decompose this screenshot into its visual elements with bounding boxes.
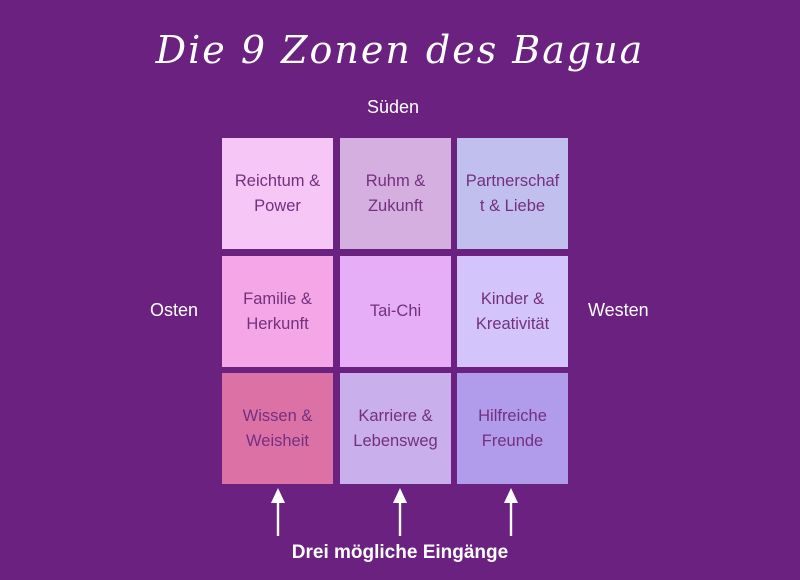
up-arrow-icon bbox=[504, 488, 518, 536]
zone-label-line1: Partnerschaf bbox=[465, 171, 560, 190]
zone-label-line2: Weisheit bbox=[246, 431, 309, 450]
diagram-title: Die 9 Zonen des Bagua bbox=[155, 28, 645, 72]
zone-label-line1: Karriere & bbox=[358, 406, 433, 425]
zone-label-line2: Lebensweg bbox=[353, 431, 438, 450]
zone-label-line1: Tai-Chi bbox=[369, 302, 422, 320]
zone-kinder-kreativitaet: Kinder & Kreativität bbox=[457, 256, 568, 367]
zone-label-line1: Ruhm & bbox=[365, 171, 426, 190]
up-arrow-icon bbox=[393, 488, 407, 536]
zone-label-line1: Wissen & bbox=[242, 406, 313, 425]
zone-label-line2: Power bbox=[254, 196, 301, 215]
zone-tai-chi: Tai-Chi bbox=[340, 256, 451, 367]
zone-wissen-weisheit: Wissen & Weisheit bbox=[222, 373, 333, 484]
zone-familie-herkunft: Familie & Herkunft bbox=[222, 256, 333, 367]
zone-karriere-lebensweg: Karriere & Lebensweg bbox=[340, 373, 451, 484]
entrances-label: Drei mögliche Eingänge bbox=[291, 542, 509, 563]
zone-label-line1: Reichtum & bbox=[234, 171, 321, 190]
zone-ruhm-zukunft: Ruhm & Zukunft bbox=[340, 138, 451, 249]
up-arrow-icon bbox=[271, 488, 285, 536]
zone-label-line2: Herkunft bbox=[246, 314, 309, 333]
zone-label-line1: Hilfreiche bbox=[478, 406, 547, 425]
zone-label-line2: Kreativität bbox=[475, 314, 550, 333]
zone-label-line1: Familie & bbox=[243, 289, 312, 308]
zone-partnerschaft-liebe: Partnerschaf t & Liebe bbox=[457, 138, 568, 249]
direction-south-label: Süden bbox=[366, 97, 420, 117]
direction-east-label: Osten bbox=[150, 300, 199, 320]
zone-label-line2: Freunde bbox=[481, 431, 544, 450]
zone-reichtum-power: Reichtum & Power bbox=[222, 138, 333, 249]
zone-label-line1: Kinder & bbox=[480, 289, 545, 308]
zone-label-line2: Zukunft bbox=[367, 196, 423, 215]
zone-label-line2: t & Liebe bbox=[479, 196, 546, 215]
direction-west-label: Westen bbox=[588, 300, 649, 320]
